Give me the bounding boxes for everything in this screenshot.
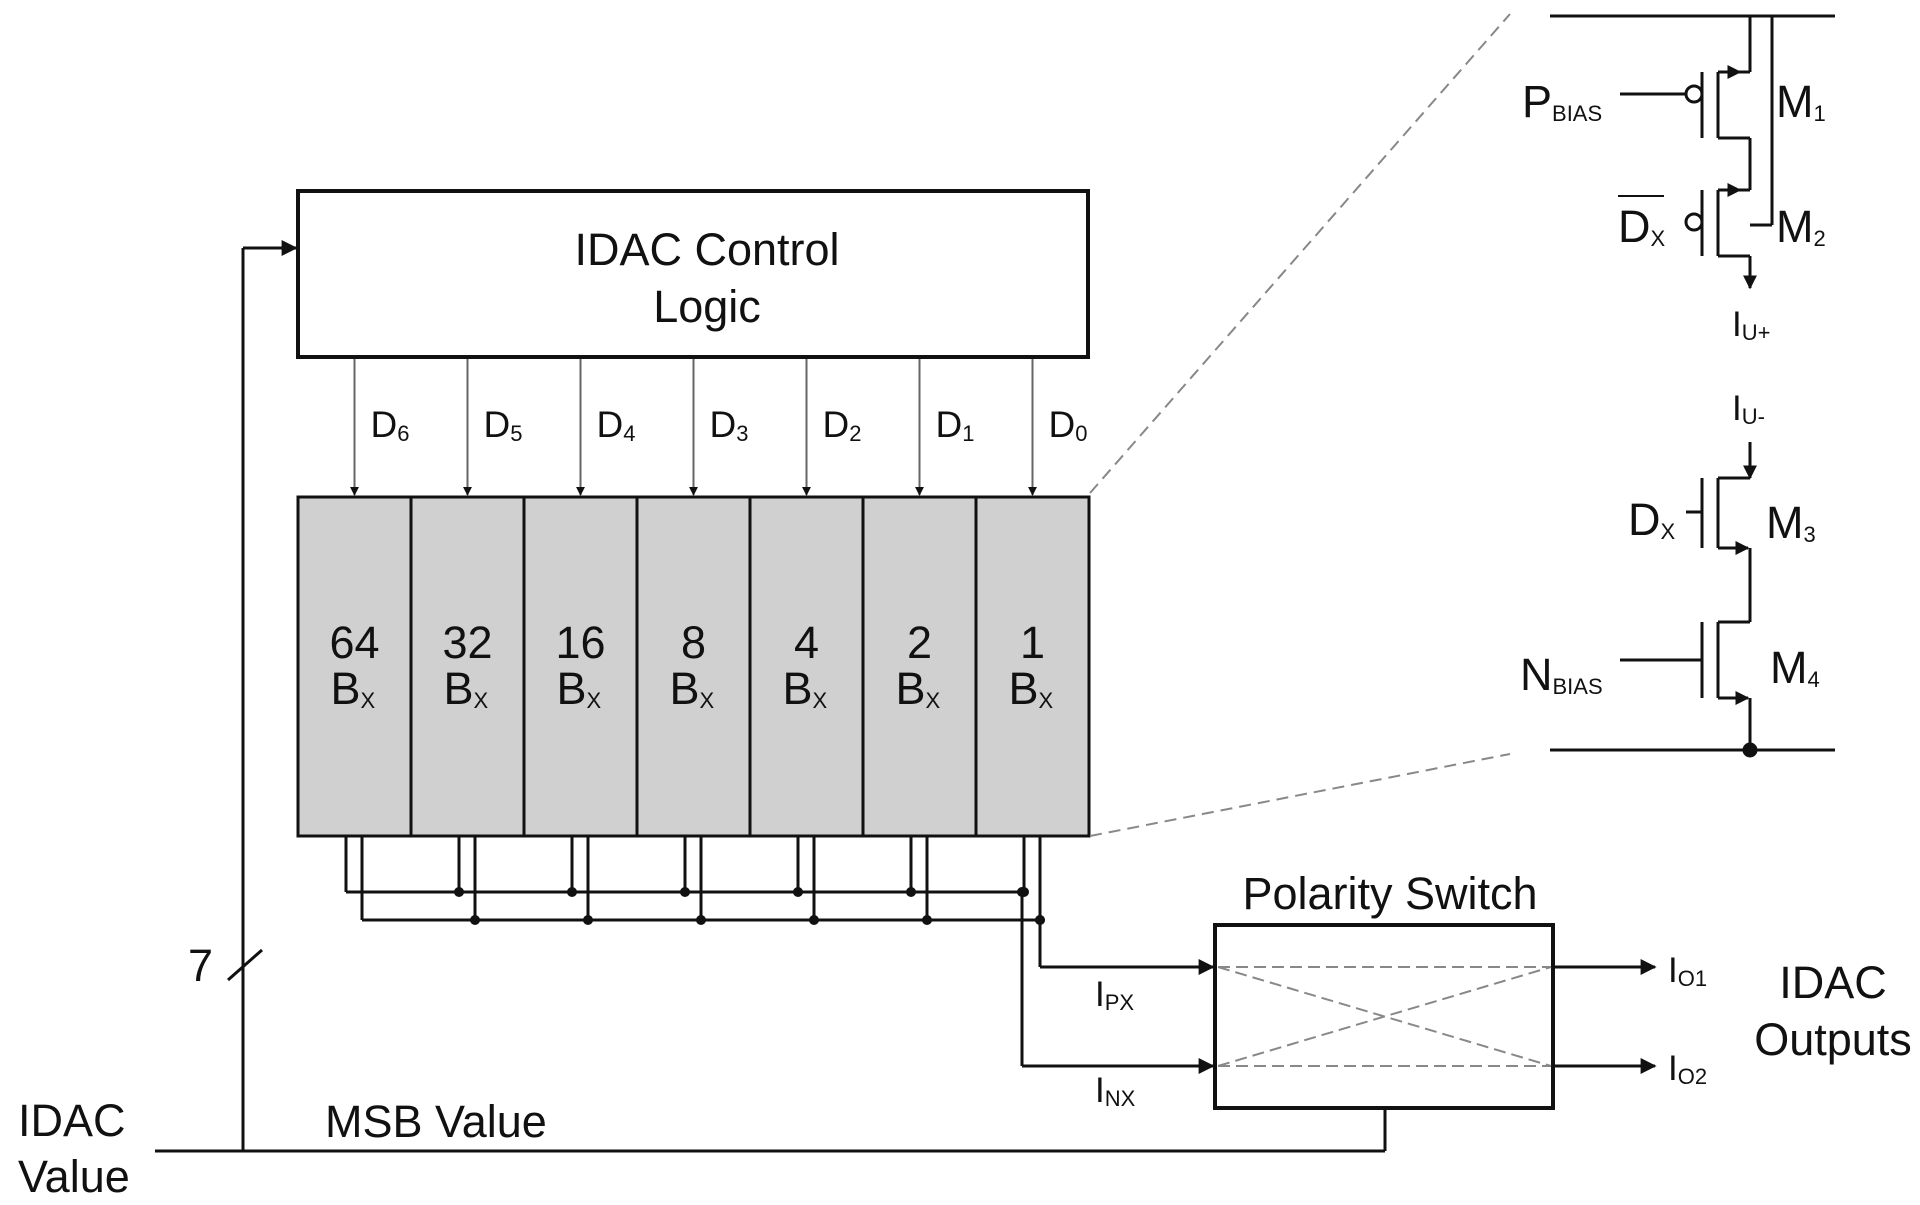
cell-unit-label: BX [557, 663, 602, 714]
switch-inputs: IPX INX [1022, 959, 1215, 1111]
cell-weight: 1 [1020, 617, 1045, 668]
iu-plus-label: IU+ [1732, 305, 1770, 345]
m4-label: M4 [1770, 642, 1820, 693]
cell-unit-label: BX [896, 663, 941, 714]
ipx-label: IPX [1095, 975, 1134, 1015]
current-source-cell: 4BX [748, 495, 865, 838]
inx-label: INX [1095, 1071, 1136, 1111]
bit-label: D2 [823, 404, 862, 446]
cell-unit-label: BX [1009, 663, 1054, 714]
bus-slash [227, 948, 263, 982]
idac-outputs-label-line1: IDAC [1779, 957, 1887, 1008]
bit-label: D5 [484, 404, 523, 446]
m3-label: M3 [1766, 497, 1816, 548]
bit-label: D6 [371, 404, 410, 446]
control-logic-title: IDAC Control [574, 224, 839, 275]
bit-label: D3 [710, 404, 749, 446]
io2-label: IO2 [1668, 1049, 1707, 1089]
bit-label: D4 [597, 404, 636, 446]
control-logic-subtitle: Logic [653, 281, 761, 332]
cell-unit-label: BX [783, 663, 828, 714]
bus-width-label: 7 [188, 940, 213, 991]
pbias-label: PBIAS [1522, 76, 1602, 127]
io1-label: IO1 [1668, 951, 1707, 991]
cell-weight: 64 [329, 617, 379, 668]
cell-unit-label: BX [444, 663, 489, 714]
cell-unit-label: BX [331, 663, 376, 714]
polarity-switch-block: Polarity Switch [1213, 868, 1555, 1110]
cell-weight: 4 [794, 617, 819, 668]
current-source-cell: 8BX [635, 495, 752, 838]
bit-label: D1 [936, 404, 975, 446]
cell-weight: 8 [681, 617, 706, 668]
m2-label: M2 [1776, 201, 1826, 252]
dx-label: DX [1628, 494, 1676, 545]
cell-weight: 16 [555, 617, 605, 668]
output-wiring [344, 836, 1045, 1066]
zoom-line-top [1089, 13, 1511, 494]
dx-bar-label: DX [1618, 201, 1666, 252]
bit-label: D0 [1049, 404, 1088, 446]
polarity-switch-title: Polarity Switch [1242, 868, 1537, 919]
cell-weight: 2 [907, 617, 932, 668]
msb-value-label: MSB Value [325, 1096, 547, 1147]
unit-cell-schematic [1550, 14, 1835, 758]
current-source-cell: 1BX [974, 495, 1091, 838]
nbias-label: NBIAS [1520, 649, 1603, 700]
control-logic-block: IDAC Control Logic [296, 189, 1090, 359]
cell-unit-label: BX [670, 663, 715, 714]
m1-label: M1 [1776, 76, 1826, 127]
idac-outputs-label-line2: Outputs [1754, 1014, 1912, 1065]
switch-outputs: IO1 IO2 IDAC Outputs [1553, 951, 1912, 1089]
unit-cell-labels: PBIAS M1 DX M2 IU+ IU- DX M3 NBIAS M4 [1520, 76, 1826, 700]
idac-value-bus: 7 [155, 240, 1387, 1153]
idac-value-label-line1: IDAC [18, 1095, 126, 1146]
idac-value-label-line2: Value [18, 1151, 130, 1200]
zoom-line-bottom [1089, 753, 1511, 837]
current-source-cell: 2BX [861, 495, 978, 838]
cell-weight: 32 [442, 617, 492, 668]
bit-line-group: D6 D5 D4 D3 D2 D1 D0 [350, 359, 1088, 496]
iu-minus-label: IU- [1732, 389, 1765, 429]
